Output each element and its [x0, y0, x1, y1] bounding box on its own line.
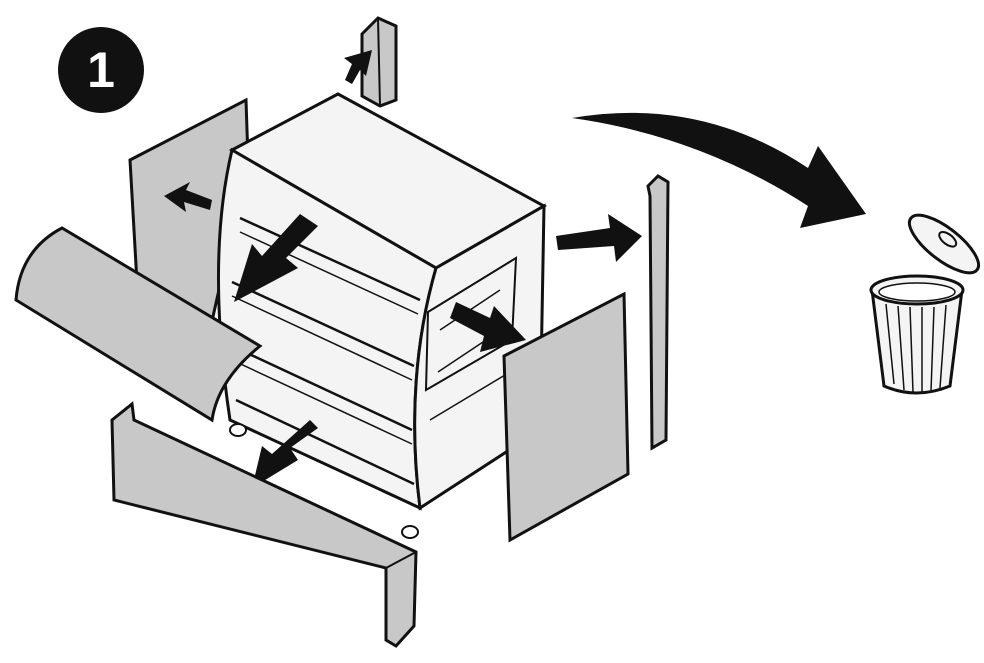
- removal-arrow-icon: [556, 214, 642, 262]
- trash-can-icon: [871, 206, 984, 393]
- discard-arrow-icon: [572, 113, 866, 228]
- right-corner-post: [648, 176, 668, 448]
